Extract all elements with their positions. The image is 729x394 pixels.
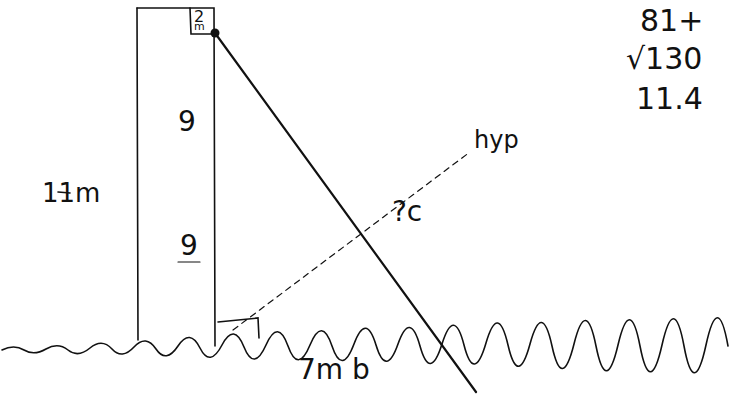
dimension-label: 7m b: [298, 356, 370, 384]
dimension-label: 11m: [42, 180, 100, 206]
unit-mark: m: [194, 21, 205, 32]
working-note: √130: [626, 44, 702, 74]
working-note: 11.4: [636, 84, 703, 114]
dimension-number: 9: [178, 108, 196, 136]
unknown-label: ?c: [392, 198, 422, 226]
hypotenuse-note: hyp: [474, 128, 519, 152]
dimension-number: 9: [180, 232, 198, 260]
working-note: 81+: [640, 6, 703, 36]
